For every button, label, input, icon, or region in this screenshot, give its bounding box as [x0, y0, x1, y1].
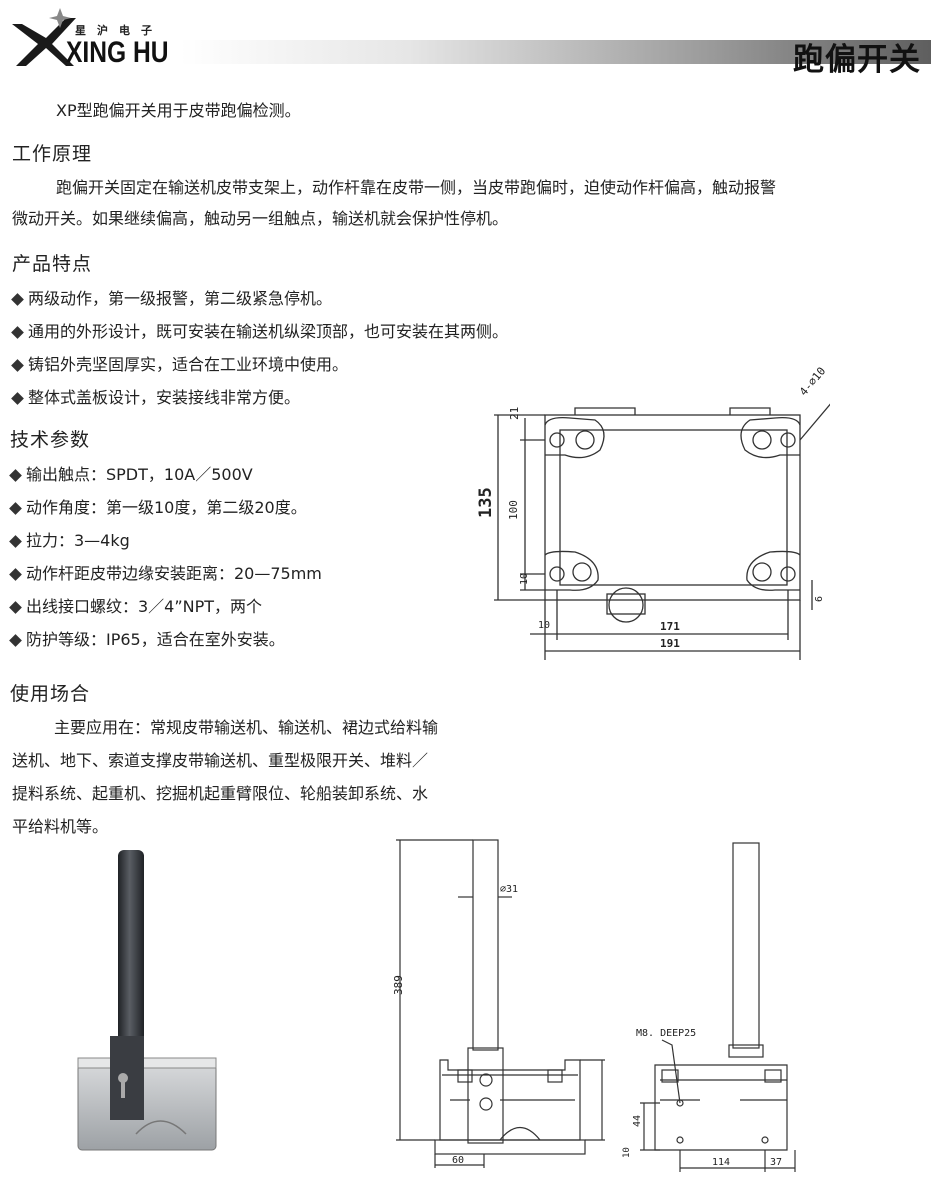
principle-line-2: 微动开关。如果继续偏高，触动另一组触点，输送机就会保护性停机。	[12, 209, 509, 228]
dim-10-left-label: 10	[519, 572, 530, 585]
base-plate	[434, 1139, 586, 1155]
product-photo	[77, 850, 217, 1151]
bolt-icon	[479, 1097, 493, 1111]
diamond-bullet-icon	[9, 501, 22, 515]
principle-line-1: 跑偏开关固定在输送机皮带支架上，动作杆靠在皮带一侧，当皮带跑偏时，迫使动作杆偏高…	[56, 178, 777, 197]
thread-hole-icon	[676, 1136, 684, 1144]
lug-bottom-left	[544, 550, 599, 591]
list-item: 防护等级：IP65，适合在室外安装。	[8, 623, 322, 656]
thread-leader	[661, 1039, 681, 1104]
list-item: 铸铝外壳坚固厚实，适合在工业环境中使用。	[10, 348, 508, 381]
header-gradient-bar	[180, 40, 931, 64]
inner-frame	[559, 429, 788, 586]
dim-10-side-label: 10	[622, 1147, 632, 1158]
dim-rod-label: ∅31	[500, 884, 519, 895]
features-list: 两级动作，第一级报警，第二级紧急停机。 通用的外形设计，既可安装在输送机纵梁顶部…	[10, 282, 508, 414]
dim-114-label: 114	[712, 1157, 731, 1168]
mount-hole-icon	[549, 432, 565, 448]
list-item: 拉力：3—4kg	[8, 524, 322, 557]
lug-top-right	[740, 417, 801, 459]
list-item: 动作杆距皮带边缘安装距离：20—75mm	[8, 557, 322, 590]
usage-line-3: 提料系统、起重机、挖掘机起重臂限位、轮船装卸系统、水	[12, 784, 429, 803]
dim-100-label: 100	[507, 500, 520, 520]
housing-outline	[654, 1064, 788, 1151]
diamond-bullet-icon	[11, 391, 24, 405]
photo-housing-lid	[77, 1057, 217, 1069]
diamond-bullet-icon	[9, 468, 22, 482]
mount-hole-icon	[575, 430, 595, 450]
list-item: 两级动作，第一级报警，第二级紧急停机。	[10, 282, 508, 315]
photo-rod	[118, 850, 144, 1046]
page-title: 跑偏开关	[793, 42, 921, 78]
bolt-icon	[118, 1073, 128, 1083]
thread-note-label: M8. DEEP25	[636, 1028, 697, 1039]
rod-bracket	[606, 593, 646, 615]
side-view-drawing	[640, 842, 796, 1172]
rod-outline	[472, 839, 499, 1051]
rod-end-icon	[608, 587, 644, 623]
dim-37-label: 37	[770, 1157, 783, 1168]
rod-outline	[732, 842, 760, 1049]
dim-389-label: 389	[392, 975, 405, 995]
top-view-drawing	[494, 403, 830, 660]
diamond-bullet-icon	[9, 600, 22, 614]
rod-collar	[728, 1044, 764, 1058]
mount-hole-icon	[549, 566, 565, 582]
mount-hole-icon	[752, 562, 772, 582]
usage-line-1: 主要应用在：常规皮带输送机、输送机、裙边式给料输	[54, 718, 439, 737]
logo-brand-chinese: 星沪电子	[75, 24, 163, 37]
list-item: 出线接口螺纹：3／4”NPT，两个	[8, 590, 322, 623]
list-item: 通用的外形设计，既可安装在输送机纵梁顶部，也可安装在其两侧。	[10, 315, 508, 348]
mount-hole-icon	[752, 430, 772, 450]
lug-top-left	[544, 417, 605, 459]
mount-hole-icon	[780, 566, 796, 582]
intro-text: XP型跑偏开关用于皮带跑偏检测。	[56, 101, 301, 120]
usage-line-2: 送机、地下、索道支撑皮带输送机、重型极限开关、堆料／	[12, 751, 429, 770]
lug-bottom-right	[746, 550, 801, 591]
front-view-drawing	[396, 839, 605, 1168]
logo-mark-icon	[12, 8, 76, 66]
dim-6-label: 6	[814, 595, 825, 602]
housing-outline	[544, 414, 801, 601]
logo-brand-english: XING HU	[66, 36, 169, 69]
dim-44-label: 44	[632, 1114, 643, 1127]
mount-hole-icon	[572, 562, 592, 582]
diamond-bullet-icon	[9, 633, 22, 647]
diamond-bullet-icon	[11, 325, 24, 339]
diamond-bullet-icon	[11, 358, 24, 372]
dim-10-bottom-label: 10	[538, 620, 551, 631]
mount-hole-icon	[780, 432, 796, 448]
list-item: 动作角度：第一级10度，第二级20度。	[8, 491, 322, 524]
dim-21-label: 21	[508, 406, 521, 420]
thread-hole-icon	[761, 1136, 769, 1144]
features-heading: 产品特点	[12, 253, 93, 275]
specs-heading: 技术参数	[10, 429, 91, 451]
list-item: 输出触点：SPDT，10A／500V	[8, 458, 322, 491]
list-item: 整体式盖板设计，安装接线非常方便。	[10, 381, 508, 414]
bolt-icon	[479, 1073, 493, 1087]
principle-heading: 工作原理	[12, 143, 93, 165]
dim-135-label: 135	[476, 487, 496, 518]
diamond-bullet-icon	[9, 534, 22, 548]
photo-housing	[77, 1061, 217, 1151]
dim-171-label: 171	[660, 620, 680, 633]
dim-191-label: 191	[660, 637, 680, 650]
dim-60-label: 60	[452, 1155, 465, 1166]
usage-heading: 使用场合	[10, 683, 91, 705]
specs-list: 输出触点：SPDT，10A／500V 动作角度：第一级10度，第二级20度。 拉…	[8, 458, 322, 656]
usage-line-4: 平给料机等。	[12, 817, 109, 836]
diamond-bullet-icon	[11, 292, 24, 306]
top-tab-right	[729, 407, 771, 415]
top-tab-left	[574, 407, 636, 415]
diamond-bullet-icon	[9, 567, 22, 581]
rod-bracket-outline	[467, 1047, 504, 1144]
